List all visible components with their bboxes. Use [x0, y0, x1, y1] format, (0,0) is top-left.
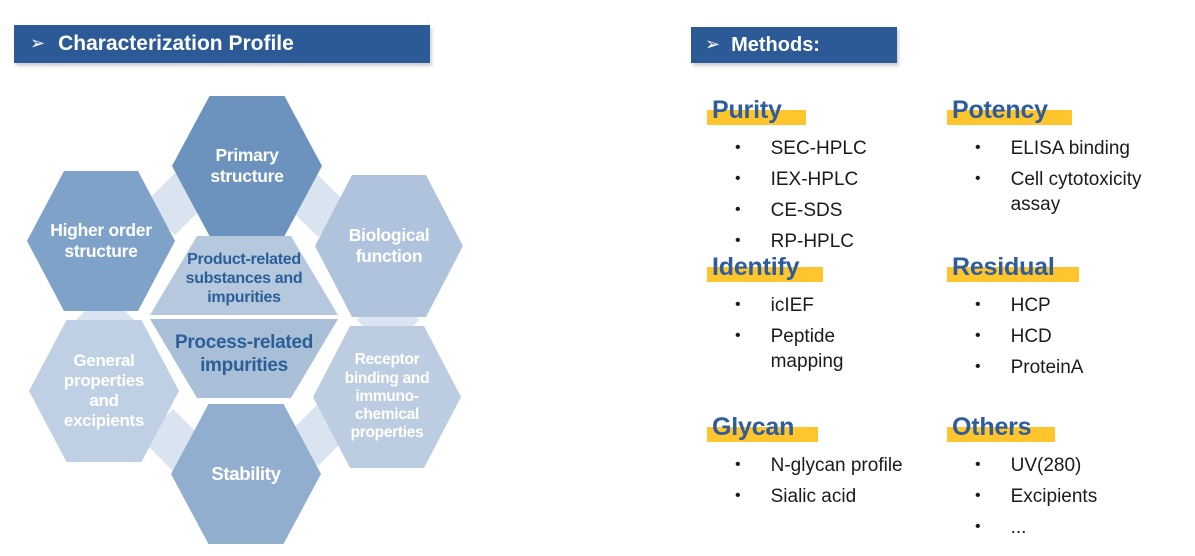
bullet-list: • ELISA binding • Cell cytotoxicity assay: [950, 136, 1185, 217]
bullet-icon: •: [735, 201, 741, 219]
hexagon-higher-order-structure: Higher order structure: [27, 171, 175, 311]
section-heading-label: Glycan: [712, 413, 795, 441]
list-item: • HCD: [975, 324, 1185, 349]
bullet-list: • icIEF • Peptide mapping: [710, 293, 945, 374]
bullet-icon: •: [735, 456, 741, 473]
list-item-text: SEC-HPLC: [770, 138, 867, 159]
list-item: • HCP: [975, 293, 1185, 318]
section-potency: Potency • ELISA binding • Cell cytotoxicit…: [947, 96, 1185, 223]
list-item: • ProteinA: [975, 355, 1185, 380]
list-item-text: ...: [1010, 517, 1027, 539]
list-item: • IEX-HPLC: [735, 167, 945, 192]
page-title: Characterization Profile: [58, 32, 294, 55]
arrow-bullet-icon: ➢: [705, 33, 721, 54]
list-item: •...: [975, 515, 1185, 540]
section-heading-label: Potency: [952, 96, 1048, 124]
bullet-icon: •: [975, 456, 981, 473]
list-item-text: Peptide mapping: [770, 326, 844, 373]
list-item-text: HCD: [1010, 326, 1052, 348]
section-residual: Residual • HCP • HCD • ProteinA: [947, 253, 1185, 386]
heading-highlight: [707, 427, 819, 442]
section-purity: Purity • SEC-HPLC • IEX-HPLC • CE-SDS • RP-H…: [707, 96, 945, 260]
heading-highlight: [707, 267, 824, 282]
bullet-icon: •: [975, 139, 981, 156]
list-item: • SEC-HPLC: [735, 136, 945, 161]
bullet-icon: •: [735, 327, 741, 345]
bullet-icon: •: [735, 296, 741, 313]
list-item: • Cell cytotoxicity assay: [975, 167, 1185, 217]
methods-title: Methods:: [731, 33, 820, 56]
list-item-text: Excipients: [1010, 486, 1098, 508]
heading-highlight: [947, 110, 1072, 125]
bullet-icon: •: [975, 170, 981, 188]
hexagon-label: Product-related substances and impuritie…: [185, 251, 303, 306]
bullet-icon: •: [735, 139, 741, 156]
bullet-list: • SEC-HPLC • IEX-HPLC • CE-SDS • RP-HPLC: [710, 136, 945, 254]
center-hexagon-process-related: Process-related impurities: [150, 319, 338, 398]
section-glycan: Glycan • N-glycan profile • Sialic acid: [707, 413, 945, 515]
list-item-text: ProteinA: [1010, 357, 1084, 379]
list-item-text: RP-HPLC: [770, 231, 855, 253]
list-item: • Excipients: [975, 484, 1185, 509]
heading-highlight: [947, 427, 1056, 442]
bullet-icon: •: [735, 232, 741, 250]
hexagon-label: Receptor binding and immuno- chemical pr…: [344, 351, 430, 442]
list-item: • icIEF: [735, 293, 945, 318]
list-item: • N-glycan profile: [735, 453, 945, 478]
list-item: • ELISA binding: [975, 136, 1185, 161]
section-heading-label: Identify: [712, 253, 800, 281]
list-item-text: ELISA binding: [1010, 138, 1130, 159]
list-item: • UV(280): [975, 453, 1185, 478]
hexagon-label: Primary structure: [210, 145, 284, 186]
bullet-list: • UV(280) • Excipients •...: [950, 453, 1185, 540]
section-heading-label: Residual: [952, 253, 1055, 281]
hexagon-label: Process-related impurities: [174, 332, 314, 376]
hexagon-label: Stability: [211, 463, 281, 485]
heading-highlight: [947, 267, 1079, 282]
list-item-text: CE-SDS: [770, 200, 843, 222]
bullet-list: • HCP • HCD • ProteinA: [950, 293, 1185, 380]
section-heading: Identify: [707, 253, 824, 282]
list-item: • Sialic acid: [735, 484, 945, 509]
section-identify: Identify • icIEF • Peptide mapping: [707, 253, 945, 380]
bullet-icon: •: [975, 327, 981, 345]
bullet-icon: •: [975, 518, 981, 536]
hexagon-label: General properties and excipients: [63, 350, 145, 431]
section-heading: Potency: [947, 96, 1072, 125]
bullet-list: • N-glycan profile • Sialic acid: [710, 453, 945, 509]
section-heading: Glycan: [707, 413, 819, 442]
list-item: • CE-SDS: [735, 198, 945, 223]
center-hexagon-product-related: Product-related substances and impuritie…: [150, 236, 338, 315]
section-heading: Others: [947, 413, 1056, 442]
list-item: • Peptide mapping: [735, 324, 945, 374]
bullet-icon: •: [975, 296, 981, 313]
methods-title-bar: ➢ Methods:: [691, 27, 897, 63]
bullet-icon: •: [735, 487, 741, 505]
list-item-text: N-glycan profile: [770, 455, 903, 476]
hexagon-label: Biological function: [348, 225, 430, 266]
hexagon-diagram: Primary structure Higher order structure…: [15, 90, 480, 552]
list-item-text: icIEF: [770, 295, 814, 316]
list-item-text: Cell cytotoxicity assay: [1010, 169, 1142, 216]
bullet-icon: •: [735, 170, 741, 188]
arrow-bullet-icon: ➢: [30, 32, 46, 53]
section-heading-label: Others: [952, 413, 1032, 441]
hexagon-label: Higher order structure: [50, 220, 152, 261]
bullet-icon: •: [975, 487, 981, 505]
section-others: Others • UV(280) • Excipients •...: [947, 413, 1185, 546]
characterization-profile-title-bar: ➢ Characterization Profile: [14, 25, 430, 63]
heading-highlight: [707, 110, 806, 125]
list-item-text: HCP: [1010, 295, 1051, 316]
list-item-text: Sialic acid: [770, 486, 857, 508]
list-item: • RP-HPLC: [735, 229, 945, 254]
section-heading: Purity: [707, 96, 806, 125]
bullet-icon: •: [975, 358, 981, 376]
section-heading-label: Purity: [712, 96, 782, 124]
section-heading: Residual: [947, 253, 1079, 282]
list-item-text: UV(280): [1010, 455, 1082, 476]
list-item-text: IEX-HPLC: [770, 169, 859, 191]
